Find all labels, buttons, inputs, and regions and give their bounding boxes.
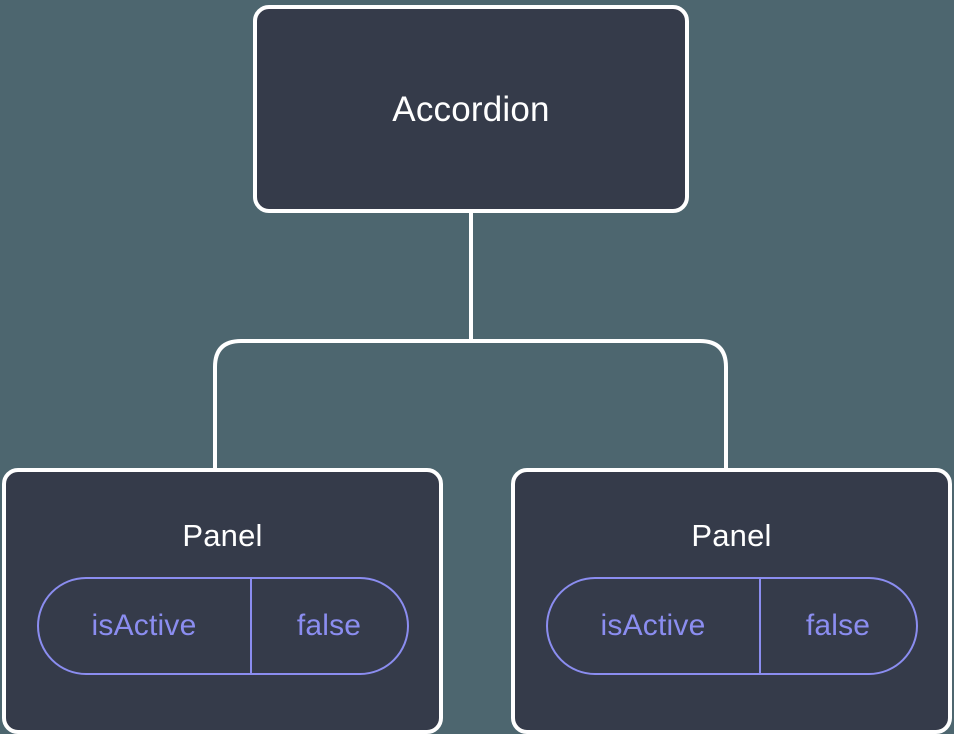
state-badge-panel-2[interactable]: isActive false: [545, 577, 918, 675]
state-key-panel-1: isActive: [39, 579, 252, 673]
edge-to-panel-right: [471, 339, 728, 470]
state-value-panel-1: false: [296, 609, 362, 642]
state-key-panel-2: isActive: [548, 579, 761, 673]
node-panel-1-label: Panel: [182, 518, 263, 553]
edge-to-panel-left: [213, 339, 471, 470]
node-panel-2[interactable]: Panel isActive false: [511, 468, 952, 734]
node-accordion[interactable]: Accordion: [253, 5, 689, 213]
node-accordion-label: Accordion: [392, 89, 550, 129]
node-panel-2-label: Panel: [691, 518, 772, 553]
node-panel-1[interactable]: Panel isActive false: [2, 468, 443, 734]
state-badge-panel-1[interactable]: isActive false: [36, 577, 409, 675]
state-value-panel-2: false: [805, 609, 871, 642]
